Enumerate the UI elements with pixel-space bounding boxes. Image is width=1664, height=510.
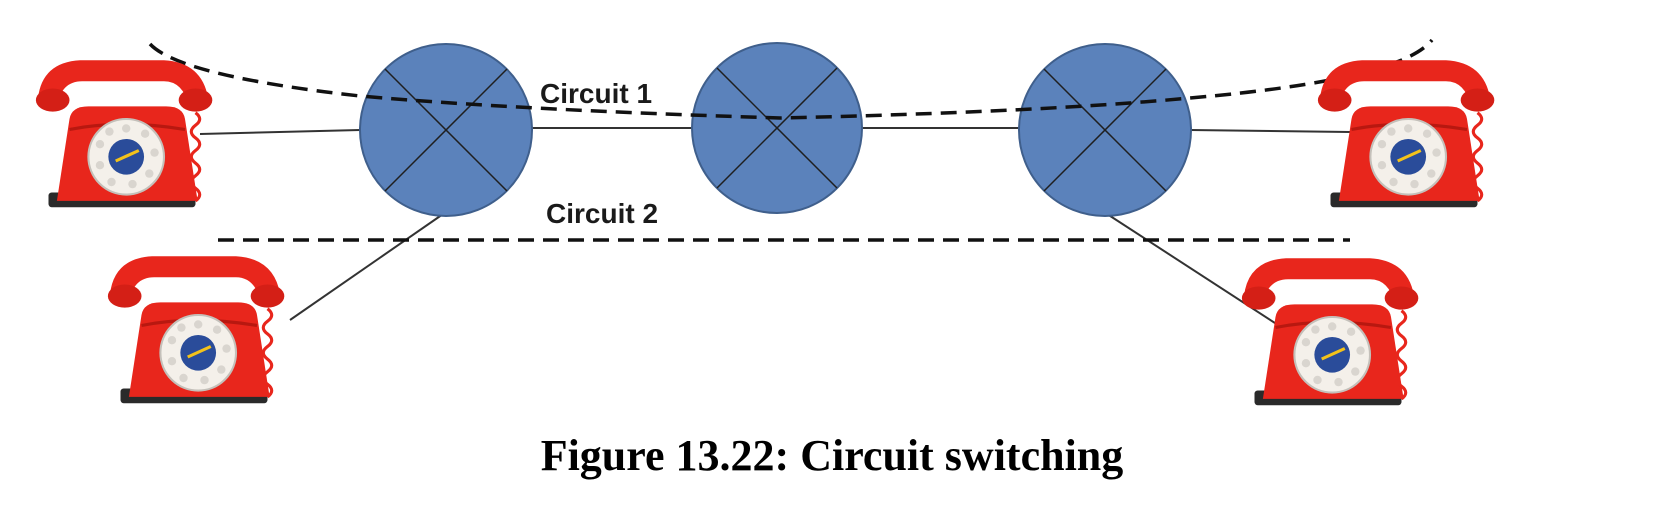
telephone-icon (34, 58, 214, 209)
circuit-1-label: Circuit 1 (540, 78, 652, 109)
circuit-2-label: Circuit 2 (546, 198, 658, 229)
telephone-icon (106, 254, 286, 405)
link-phone-bl-switch-1 (289, 211, 447, 321)
telephone-icon (1240, 256, 1420, 407)
switch-node (691, 42, 863, 214)
link-phone-tl-switch-1 (199, 129, 361, 135)
circuit-1-path (148, 38, 1434, 120)
link-switch-3-phone-tr (1189, 129, 1351, 133)
telephone-icon (1316, 58, 1496, 209)
switch-node (359, 43, 533, 217)
figure-caption: Figure 13.22: Circuit switching (540, 431, 1124, 480)
switch-node (1018, 43, 1192, 217)
